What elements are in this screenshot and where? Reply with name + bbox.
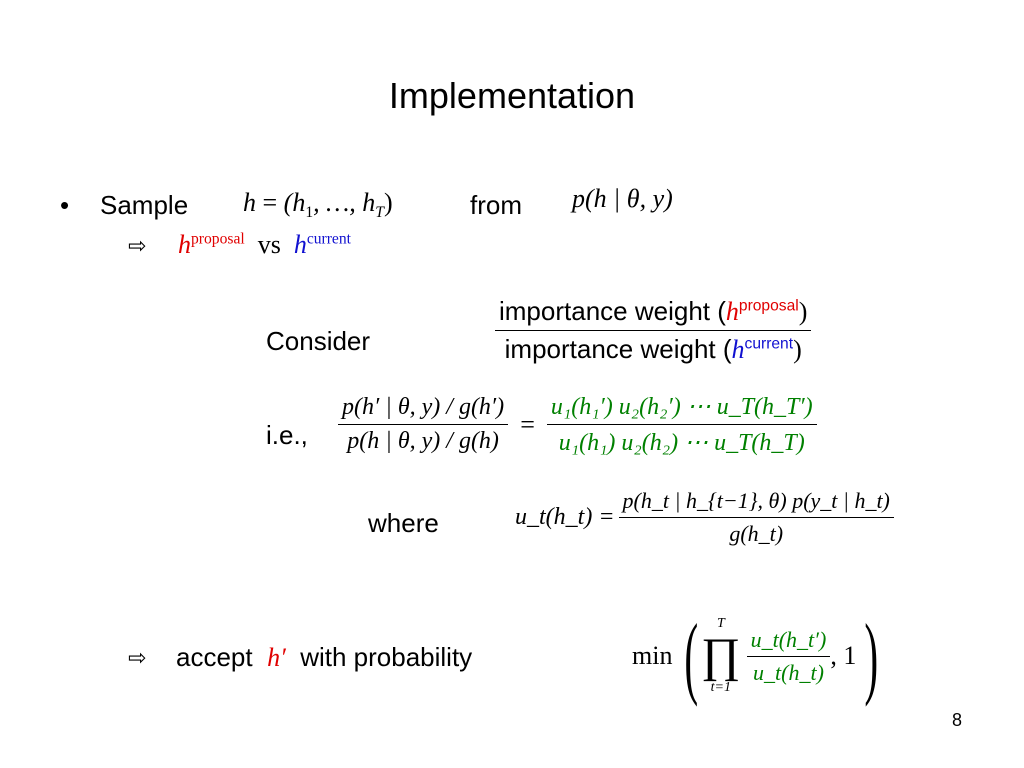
- fraction-bar: [746, 655, 831, 657]
- where-formula: u_t(h_t) = p(h_t | h_{t−1}, θ) p(y_t | h…: [515, 488, 894, 547]
- with-probability-label: with probability: [300, 642, 473, 672]
- importance-weight-ratio: importance weight (hproposal) importance…: [495, 296, 812, 365]
- ie-equals: =: [520, 409, 535, 439]
- h-vec-open: (h: [283, 188, 306, 217]
- ratio-den-close: ): [793, 335, 802, 364]
- proposal-vs-current: hproposal vs hcurrent: [178, 230, 351, 260]
- fraction-bar: [495, 330, 812, 331]
- equals-sign: =: [262, 188, 278, 217]
- right-paren: ): [864, 605, 879, 707]
- accept-label: accept: [176, 642, 253, 672]
- min-label: min: [632, 641, 673, 670]
- p-symbol: p: [572, 184, 585, 213]
- proposal-sup: proposal: [191, 230, 245, 248]
- fraction-bar: [546, 424, 817, 425]
- prod-symbol: ∏: [701, 629, 741, 682]
- ratio-num-sup: proposal: [738, 297, 799, 315]
- arrow-icon: ⇨: [128, 646, 147, 671]
- ratio-num-h: h: [725, 297, 739, 326]
- ie-left-denominator: p(h | θ, y) / g(h): [347, 428, 499, 454]
- ie-right-numerator: u₁(h₁′) u₂(h₂′) ⋯ u_T(h_T′): [550, 394, 813, 420]
- accept-tail: , 1: [830, 641, 857, 670]
- page-title: Implementation: [388, 75, 636, 116]
- h-proposal-symbol: h: [178, 230, 191, 259]
- ie-label: i.e.,: [266, 420, 308, 450]
- ie-left-numerator: p(h′ | θ, y) / g(h′): [342, 394, 505, 420]
- ie-right-denominator: u₁(h₁) u₂(h₂) ⋯ u_T(h_T): [558, 430, 805, 456]
- accept-denominator: u_t(h_t): [753, 659, 824, 685]
- h-vec-close: ): [383, 188, 393, 217]
- sub-1: 1: [305, 204, 314, 222]
- accept-line: accept h′ with probability: [176, 642, 472, 673]
- where-label: where: [368, 508, 439, 538]
- h-symbol: h: [243, 188, 256, 217]
- consider-label: Consider: [266, 326, 371, 356]
- arrow-icon: ⇨: [128, 234, 147, 259]
- h-vec-dots: , …, h: [313, 188, 376, 217]
- dist-args: (h | θ, y): [585, 184, 673, 213]
- page-number: 8: [952, 710, 963, 730]
- accept-numerator: u_t(h_t′): [750, 626, 827, 652]
- from-label: from: [470, 190, 522, 220]
- target-distribution: p(h | θ, y): [572, 184, 673, 214]
- ratio-den-h: h: [731, 335, 745, 364]
- acceptance-probability-formula: min ( T ∏ t=1 u_t(h_t′) u_t(h_t) , 1 ): [632, 604, 887, 708]
- fraction-bar: [618, 517, 894, 518]
- ratio-num-close: ): [798, 297, 808, 326]
- sample-label: Sample: [100, 190, 189, 220]
- ratio-den-text: importance weight (: [504, 334, 732, 364]
- where-numerator: p(h_t | h_{t−1}, θ) p(y_t | h_t): [622, 488, 890, 513]
- where-lhs: u_t(h_t) =: [515, 504, 615, 530]
- where-denominator: g(h_t): [729, 521, 784, 546]
- fraction-bar: [338, 424, 509, 425]
- prod-lower: t=1: [710, 680, 732, 695]
- current-sup: current: [306, 230, 351, 248]
- ratio-den-sup: current: [744, 335, 794, 353]
- prod-upper: T: [716, 616, 725, 631]
- ie-formula: p(h′ | θ, y) / g(h′) p(h | θ, y) / g(h) …: [338, 392, 817, 457]
- sub-T: T: [375, 204, 384, 222]
- product-operator: T ∏ t=1: [701, 616, 741, 696]
- h-prime-symbol: h′: [267, 643, 286, 672]
- vs-label: vs: [257, 230, 281, 259]
- left-paren: (: [684, 605, 699, 707]
- h-vector-formula: h = (h1, …, hT): [243, 188, 393, 222]
- ratio-num-text: importance weight (: [499, 296, 726, 326]
- h-current-symbol: h: [293, 230, 307, 259]
- bullet-marker: •: [60, 190, 70, 220]
